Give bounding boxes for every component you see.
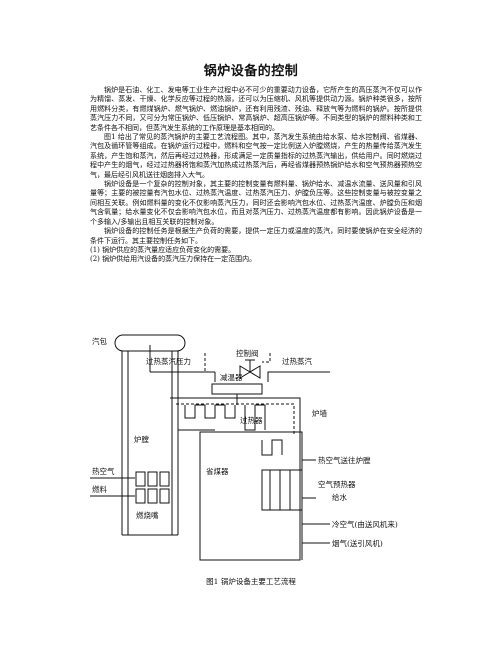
drum-label: 汽包 [92, 336, 107, 346]
economizer-label: 省煤器 [206, 466, 229, 476]
control-valve-label: 控制阀 [236, 348, 259, 358]
superheater-label: 过热器 [240, 415, 263, 425]
figure-caption: 图1 锅炉设备主要工艺流程 [206, 577, 296, 586]
page-title: 锅炉设备的控制 [203, 64, 299, 79]
flue-gas-label: 烟气(送引风机) [332, 538, 383, 548]
hot-air-label: 热空气 [92, 466, 115, 476]
cold-air-label: 冷空气(由送风机来) [332, 519, 398, 529]
air-preheater-label: 空气预热器 [318, 479, 356, 489]
task-list: (1) 锅炉供应的蒸汽量应适应负荷变化的需要。 (2) 锅炉供给用汽设备的蒸汽压… [90, 246, 422, 265]
task-item: (1) 锅炉供应的蒸汽量应适应负荷变化的需要。 [90, 245, 236, 254]
paragraph: 图1 给出了常见的蒸汽锅炉的主要工艺流程图。其中，蒸汽发生系统由给水泵、给水控制… [90, 133, 422, 179]
task-item: (2) 锅炉供给用汽设备的蒸汽压力保持在一定范围内。 [90, 255, 257, 264]
steam-pressure-label: 过热蒸汽压力 [146, 356, 191, 366]
paragraph: 锅炉设备的控制任务是根据生产负荷的需要，提供一定压力或温度的蒸汽，同时要使锅炉在… [90, 227, 422, 245]
body-text: 锅炉是石油、化工、发电等工业生产过程中必不可少的重要动力设备，它所产生的高压蒸汽… [90, 86, 422, 265]
paragraph: 锅炉设备是一个复杂的控制对象，其主要的控制变量有燃料量、锅炉给水、减温水流量、送… [90, 180, 422, 226]
fuel-label: 燃料 [92, 484, 107, 494]
feed-water-label: 给水 [332, 492, 347, 502]
furnace-wall-label: 炉墙 [312, 408, 327, 418]
hot-air-to-furnace-label: 热空气送往炉膛 [318, 455, 371, 465]
furnace-label: 炉膛 [134, 434, 149, 444]
steam-out-label: 过热蒸汽 [282, 356, 312, 366]
desuperheater-label: 减温器 [220, 372, 243, 382]
burner-label: 燃烧嘴 [136, 510, 159, 520]
paragraph: 锅炉是石油、化工、发电等工业生产过程中必不可少的重要动力设备，它所产生的高压蒸汽… [90, 86, 422, 132]
